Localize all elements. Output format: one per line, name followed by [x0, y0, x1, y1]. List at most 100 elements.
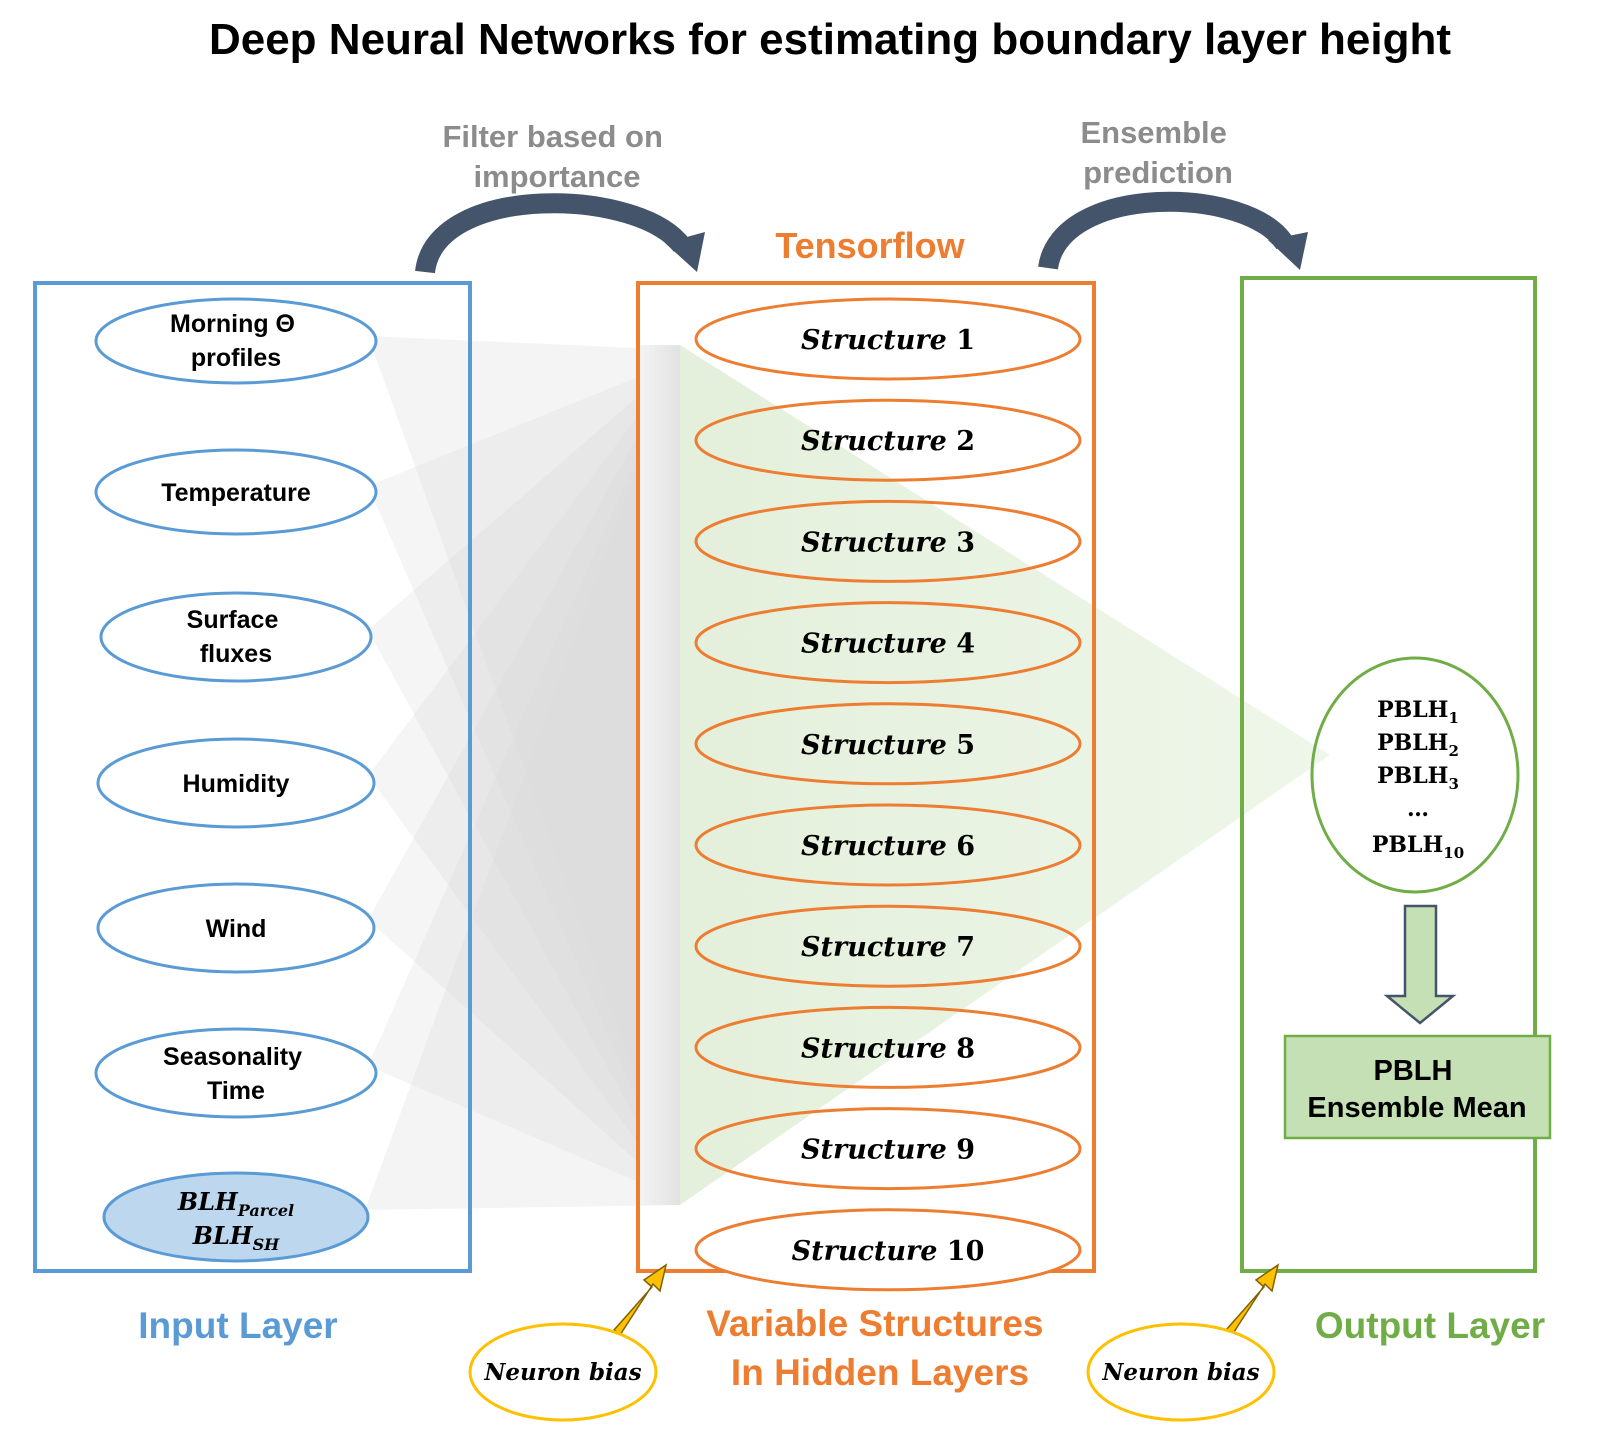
ensemble-arrow [1038, 191, 1308, 271]
structure-9: Structure 9 [694, 1107, 1082, 1191]
structure-number: 4 [956, 629, 975, 660]
structure-word: Structure [801, 831, 956, 862]
neuron-bias-label: Neuron bias [1101, 1359, 1259, 1386]
input-label: Seasonality [163, 1043, 302, 1071]
structure-ellipse [694, 297, 1082, 381]
filter-label: Filter based on importance [442, 119, 671, 194]
filter-arrow-head [665, 232, 705, 272]
structure-ellipse [694, 1208, 1082, 1292]
structure-word: Structure [792, 1236, 947, 1267]
structure-word: Structure [801, 426, 956, 457]
blh-sh-main: BLH [192, 1221, 254, 1250]
funnel-morning [368, 336, 680, 1200]
structure-word: Structure [801, 1135, 956, 1166]
structure-number: 7 [956, 932, 975, 963]
down-arrow [1383, 904, 1457, 1025]
structure-number: 8 [956, 1033, 975, 1064]
structure-5: Structure 5 [694, 702, 1082, 786]
input-layer: Morning Θ profiles Temperature Surface f… [94, 297, 378, 1263]
input-item-temperature: Temperature [94, 448, 378, 536]
structure-number: 2 [956, 426, 975, 457]
input-funnels [365, 336, 680, 1210]
input-layer-box [33, 281, 472, 1273]
structure-ellipse [694, 1107, 1082, 1191]
svg-text:PBLH Ensemble Mean: PBLH Ensemble Mean [1307, 1055, 1526, 1124]
input-label: Temperature [161, 479, 311, 507]
input-label: Morning Θ [170, 310, 295, 338]
structure-number: 9 [956, 1135, 975, 1166]
funnel-wind [368, 360, 680, 1200]
neuron-bias-hidden: Neuron bias [468, 1263, 668, 1422]
structure-ellipse [694, 601, 1082, 685]
structure-4: Structure 4 [694, 601, 1082, 685]
structure-ellipse [694, 398, 1082, 482]
structure-label: Structure 9 [801, 1135, 975, 1166]
hidden-layer-label: Variable Structures In Hidden Layers [706, 1303, 1054, 1393]
pblh-output-ellipse: PBLH1 PBLH2 PBLH3 … PBLH10 [1310, 656, 1520, 894]
structure-8: Structure 8 [694, 1005, 1082, 1089]
neuron-bias-label: Neuron bias [483, 1359, 641, 1386]
structure-ellipse [694, 499, 1082, 583]
neuron-bias-output: Neuron bias [1086, 1263, 1280, 1422]
bias-arrow-output [1224, 1263, 1280, 1337]
structure-label: Structure 3 [801, 527, 975, 558]
blh-parcel-sub: Parcel [237, 1201, 294, 1220]
input-label: Time [207, 1077, 265, 1105]
input-item-wind: Wind [96, 882, 376, 974]
svg-text:Surface fluxes: Surface fluxes [187, 606, 286, 668]
pblh-10: PBLH10 [1372, 832, 1464, 862]
ensemble-mean-line: Ensemble Mean [1307, 1092, 1526, 1124]
input-item-morning-profiles: Morning Θ profiles [94, 297, 378, 385]
output-layer-box [1240, 276, 1537, 1273]
structure-ellipse [694, 803, 1082, 887]
ensemble-mean-line: PBLH [1373, 1055, 1452, 1087]
pblh-ellipsis: … [1407, 796, 1429, 822]
structure-label: Structure 6 [801, 831, 975, 862]
structure-1: Structure 1 [694, 297, 1082, 381]
filter-arrow [415, 193, 705, 274]
input-item-seasonality-time: Seasonality Time [94, 1027, 378, 1119]
structure-6: Structure 6 [694, 803, 1082, 887]
structure-number: 10 [947, 1236, 985, 1267]
structure-10: Structure 10 [694, 1208, 1082, 1292]
filter-arrow-curve [415, 193, 691, 274]
bias-arrow-hidden [612, 1263, 668, 1337]
svg-text:Seasonality Time: Seasonality Time [163, 1043, 309, 1105]
page-title: Deep Neural Networks for estimating boun… [209, 15, 1451, 64]
structure-label: Structure 8 [801, 1033, 975, 1064]
structure-number: 6 [956, 831, 975, 862]
structure-3: Structure 3 [694, 499, 1082, 583]
structure-number: 1 [956, 325, 975, 356]
input-label: profiles [191, 344, 281, 372]
structure-label: Structure 7 [801, 932, 975, 963]
structure-number: 5 [956, 730, 975, 761]
blh-sh-sub: SH [253, 1235, 281, 1254]
tensorflow-label: Tensorflow [775, 225, 965, 266]
input-item-blh: BLHParcel BLHSH [102, 1171, 370, 1263]
pblh-2: PBLH2 [1377, 730, 1459, 760]
svg-text:Morning Θ profiles: Morning Θ profiles [170, 310, 302, 372]
output-layer-label: Output Layer [1315, 1305, 1545, 1346]
blh-parcel-main: BLH [177, 1187, 239, 1216]
structure-word: Structure [801, 527, 956, 558]
gray-wall [638, 345, 680, 1205]
structure-7: Structure 7 [694, 904, 1082, 988]
input-item-humidity: Humidity [96, 737, 376, 829]
structure-word: Structure [801, 932, 956, 963]
structure-label: Structure 1 [801, 325, 975, 356]
input-label: Surface [187, 606, 279, 634]
input-layer-label: Input Layer [138, 1305, 337, 1346]
structure-label: Structure 4 [801, 629, 975, 660]
structure-2: Structure 2 [694, 398, 1082, 482]
structure-word: Structure [801, 1033, 956, 1064]
structure-ellipse [694, 904, 1082, 988]
input-label: Humidity [183, 770, 290, 798]
input-label: fluxes [200, 640, 272, 668]
structure-ellipse [694, 1005, 1082, 1089]
pblh-3: PBLH3 [1377, 763, 1459, 793]
ensemble-mean-box: PBLH Ensemble Mean [1283, 1034, 1552, 1140]
pblh-1: PBLH1 [1377, 697, 1459, 727]
structure-label: Structure 5 [801, 730, 975, 761]
funnel-humidity [368, 360, 680, 1200]
